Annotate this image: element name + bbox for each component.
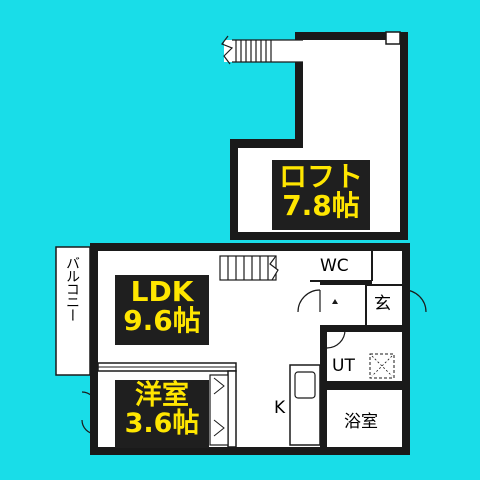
kitchen-label: K xyxy=(274,398,286,418)
loft-room-tag: ロフト 7.8帖 xyxy=(272,160,370,230)
loft-name: ロフト xyxy=(278,160,363,193)
loft-notch xyxy=(386,32,400,44)
wc-floor xyxy=(310,251,372,281)
western-room-tag: 洋室 3.6帖 xyxy=(115,380,209,448)
loft-stairs xyxy=(221,35,303,65)
entrance-floor xyxy=(366,285,402,325)
wc-label: WC xyxy=(320,256,349,276)
bath-label: 浴室 xyxy=(344,412,378,432)
western-size: 3.6帖 xyxy=(124,408,200,440)
entrance-label: 玄 xyxy=(374,294,391,314)
ldk-name: LDK xyxy=(130,275,194,308)
western-name: 洋室 xyxy=(135,380,189,411)
ldk-room-tag: LDK 9.6帖 xyxy=(115,275,209,345)
bath-floor xyxy=(326,390,402,447)
balcony-label: バルコニー xyxy=(64,256,80,321)
balcony xyxy=(55,246,91,376)
washer-spot xyxy=(369,353,395,379)
ldk-size: 9.6帖 xyxy=(123,304,201,338)
ut-label: UT xyxy=(332,356,355,376)
loft-size: 7.8帖 xyxy=(282,189,360,223)
ldk-stairs xyxy=(219,255,279,281)
